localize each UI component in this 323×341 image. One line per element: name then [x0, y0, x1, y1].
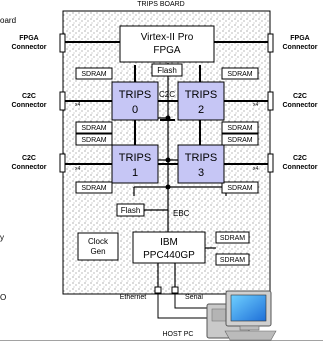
svg-text:Connector: Connector: [283, 44, 318, 51]
ethernet-label: Ethernet: [120, 294, 147, 301]
trips-chip-0: TRIPS 0: [111, 81, 159, 121]
host-pc-label: HOST PC: [163, 331, 194, 338]
trips-chip-3: TRIPS 3: [177, 144, 225, 184]
ethernet-port: [154, 286, 162, 294]
svg-text:x4: x4: [75, 166, 81, 172]
svg-text:C2C: C2C: [293, 155, 307, 162]
fpga-label-2: FPGA: [153, 45, 181, 56]
svg-text:3: 3: [198, 167, 204, 179]
sdram-label: SDRAM: [220, 235, 245, 242]
svg-text:Connector: Connector: [12, 164, 47, 171]
svg-text:TRIPS: TRIPS: [185, 89, 217, 101]
margin-fragment-2: y: [0, 233, 4, 242]
margin-fragment-3: O: [0, 293, 6, 302]
svg-text:Connector: Connector: [12, 44, 47, 51]
sdram-label: SDRAM: [220, 257, 245, 264]
connector-slot: [59, 91, 66, 111]
trips-chip-1: TRIPS 1: [111, 144, 159, 184]
left-connectors: FPGA Connector C2C Connector C2C Connect…: [12, 33, 66, 173]
fpga-label-1: Virtex-II Pro: [141, 32, 194, 43]
svg-text:FPGA: FPGA: [290, 35, 309, 42]
c2c-bus-label: C2C: [159, 90, 175, 99]
clock-gen-label-2: Gen: [90, 247, 105, 256]
ibm-label-1: IBM: [160, 237, 178, 248]
board-title: TRIPS BOARD: [137, 1, 184, 8]
clock-gen-label-1: Clock: [88, 237, 109, 246]
sdram-label: SDRAM: [227, 185, 252, 192]
svg-text:Connector: Connector: [12, 102, 47, 109]
svg-text:FPGA: FPGA: [19, 35, 38, 42]
serial-label: Serial: [185, 294, 203, 301]
svg-text:TRIPS: TRIPS: [185, 152, 217, 164]
serial-port: [171, 286, 179, 294]
svg-text:TRIPS: TRIPS: [119, 89, 151, 101]
svg-text:0: 0: [132, 104, 138, 116]
ibm-ppc-box: [132, 231, 206, 264]
svg-text:C2C: C2C: [293, 93, 307, 100]
sdram-label: SDRAM: [227, 125, 252, 132]
connector-slot: [267, 33, 274, 53]
sdram-label: SDRAM: [81, 71, 106, 78]
flash-top-box: [151, 63, 183, 77]
sdram-chips: SDRAM SDRAM SDRAM SDRAM SDRAM SDRAM SDRA…: [75, 67, 259, 266]
sdram-label: SDRAM: [227, 71, 252, 78]
connector-slot: [59, 33, 66, 53]
svg-text:x4: x4: [253, 102, 259, 108]
svg-text:Connector: Connector: [283, 102, 318, 109]
ebc-label: EBC: [173, 209, 190, 218]
ibm-label-2: PPC440GP: [143, 250, 195, 261]
svg-text:C2C: C2C: [22, 93, 36, 100]
svg-text:1: 1: [132, 167, 138, 179]
connector-slot: [267, 153, 274, 173]
fpga-box: [119, 25, 215, 63]
sdram-label: SDRAM: [81, 185, 106, 192]
junction-dots: [165, 115, 171, 190]
flash-mid-label: Flash: [121, 206, 141, 215]
port-numbers: x4 x4 x4 x4: [75, 102, 259, 172]
right-connectors: FPGA Connector C2C Connector C2C Connect…: [267, 33, 318, 173]
svg-text:x4: x4: [253, 166, 259, 172]
flash-mid-box: [116, 203, 145, 217]
connector-slot: [59, 153, 66, 173]
sdram-label: SDRAM: [227, 137, 252, 144]
sdram-label: SDRAM: [81, 137, 106, 144]
trips-chip-2: TRIPS 2: [177, 81, 225, 121]
svg-text:Connector: Connector: [283, 164, 318, 171]
host-pc-icon: [206, 290, 277, 341]
host-cables: [157, 293, 209, 319]
svg-text:C2C: C2C: [22, 155, 36, 162]
svg-text:TRIPS: TRIPS: [119, 152, 151, 164]
connector-slot: [267, 91, 274, 111]
margin-fragment-1: oard: [0, 16, 16, 25]
clock-gen-box: [77, 232, 119, 261]
svg-text:x4: x4: [75, 102, 81, 108]
sdram-label: SDRAM: [81, 125, 106, 132]
svg-text:2: 2: [198, 104, 204, 116]
flash-top-label: Flash: [157, 66, 177, 75]
